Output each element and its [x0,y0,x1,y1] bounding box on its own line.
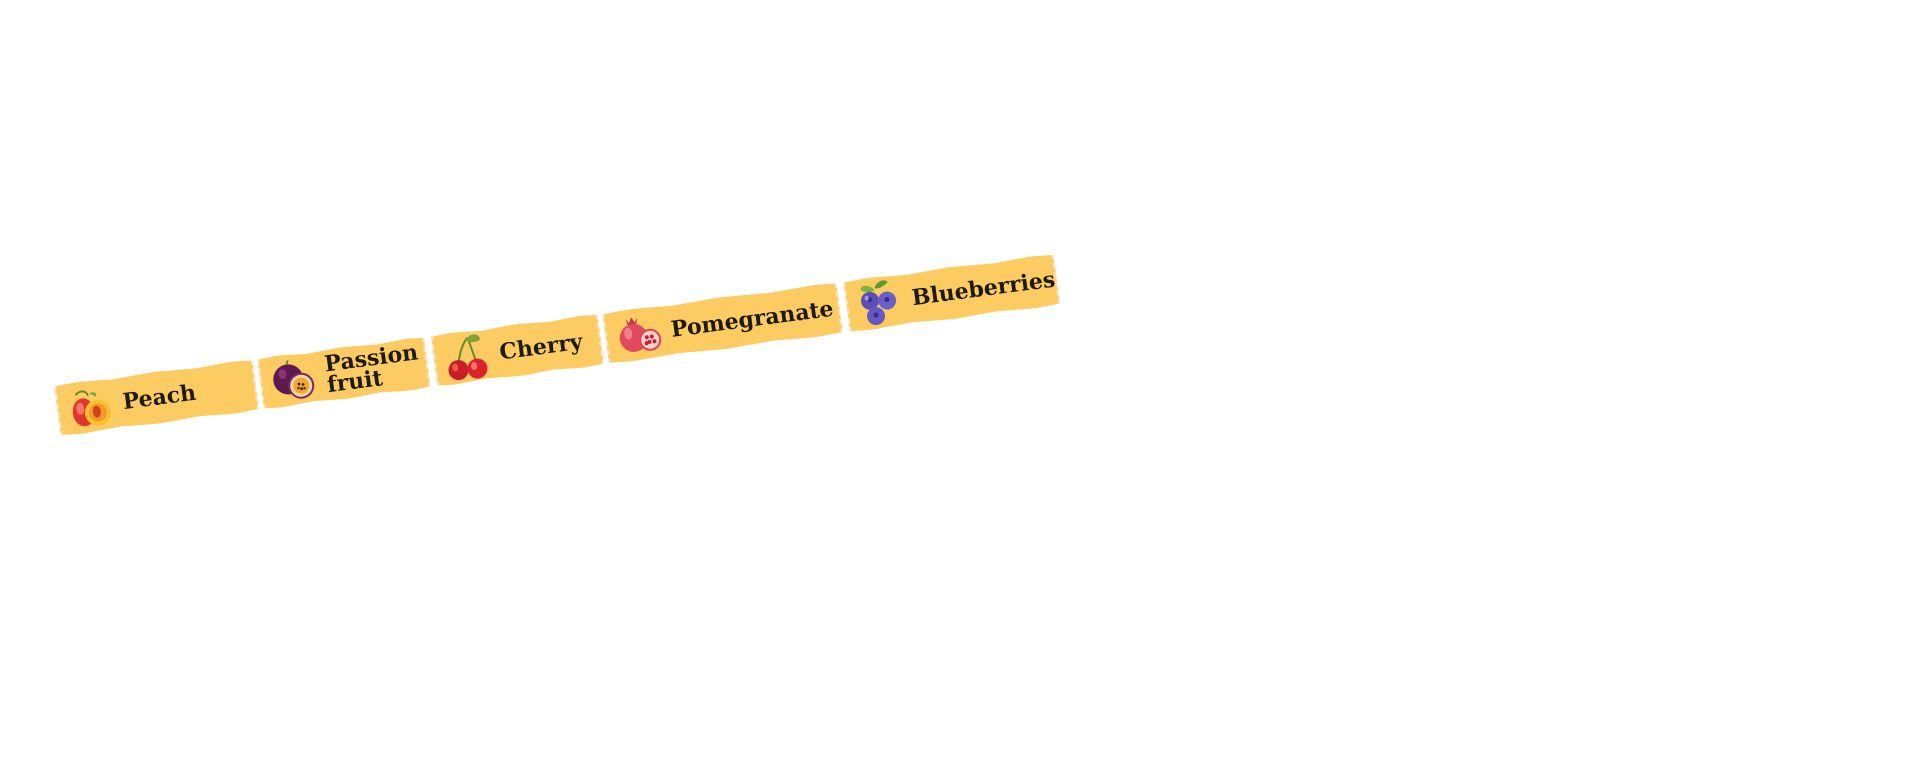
tag-cherry-label: Cherry [497,328,584,365]
tag-cherry[interactable]: Cherry [431,313,604,386]
flavor-tag-strip: Peach Passion fruit Cherry [54,252,1091,583]
peach-icon [62,378,118,434]
pomegranate-icon [610,306,666,362]
tag-blueberries[interactable]: Blueberries [843,253,1060,332]
passion-fruit-icon [265,352,321,408]
tag-pomegranate[interactable]: Pomegranate [602,282,843,364]
cherry-icon [439,329,495,385]
tag-pomegranate-label: Pomegranate [669,295,835,343]
tag-blueberries-label: Blueberries [910,266,1057,311]
tag-passion-fruit-label: Passion fruit [322,339,420,399]
tag-peach-label: Peach [121,379,198,415]
tag-passion-fruit[interactable]: Passion fruit [257,336,430,409]
blueberries-icon [851,275,907,331]
tag-peach[interactable]: Peach [54,359,259,437]
